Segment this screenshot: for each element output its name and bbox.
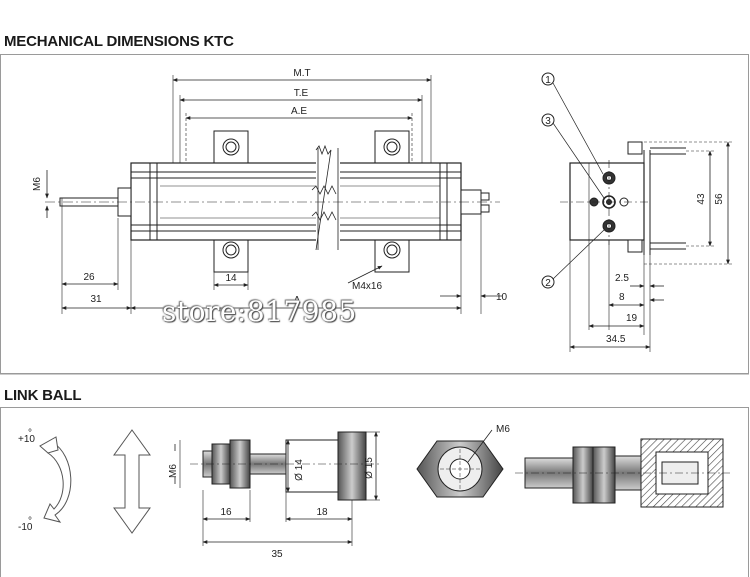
label-plus10: +10 — [18, 434, 35, 445]
label-dia14: Ø 14 — [294, 459, 305, 481]
label-56: 56 — [714, 193, 725, 205]
callout-1: 1 — [545, 75, 551, 86]
link-ball-angle-labels: +10 ° -10 ° — [18, 428, 35, 533]
watermark: store:817985 — [162, 295, 357, 328]
label-26: 26 — [83, 272, 95, 283]
label-ae: A.E — [291, 106, 307, 117]
rotation-arrow-icon — [39, 436, 72, 523]
label-2-5: 2.5 — [615, 273, 629, 284]
label-19: 19 — [626, 313, 638, 324]
vertical-double-arrow-icon — [113, 429, 151, 534]
label-te: T.E — [294, 88, 309, 99]
label-dia15: Ø 15 — [364, 457, 375, 479]
svg-text:°: ° — [28, 428, 32, 439]
label-mt: M.T — [293, 68, 310, 79]
label-14: 14 — [225, 273, 237, 284]
svg-text:°: ° — [28, 516, 32, 527]
label-link-16: 16 — [220, 507, 232, 518]
label-8: 8 — [619, 292, 625, 303]
label-10: 10 — [496, 292, 508, 303]
label-31: 31 — [90, 294, 102, 305]
callout-3: 3 — [545, 116, 551, 127]
ktc-side-view — [541, 72, 734, 352]
link-ball-end-view — [416, 429, 504, 498]
label-m4x16: M4x16 — [352, 281, 382, 292]
label-link-35: 35 — [271, 549, 283, 560]
link-ball-side-labels: M6 Ø 14 Ø 15 16 18 35 — [168, 457, 375, 560]
label-34-5: 34.5 — [606, 334, 626, 345]
label-link-m6: M6 — [168, 464, 179, 478]
label-link-18: 18 — [316, 507, 328, 518]
label-m6: M6 — [32, 177, 43, 191]
label-a: A — [294, 295, 301, 306]
link-ball-section-view — [515, 438, 730, 508]
label-end-m6: M6 — [496, 424, 510, 435]
ktc-front-labels: M.T T.E A.E M6 26 31 14 M4x16 A 10 — [32, 68, 508, 306]
callout-2: 2 — [545, 278, 551, 289]
label-minus10: -10 — [18, 522, 33, 533]
heading-link-ball: LINK BALL — [4, 387, 82, 404]
label-43: 43 — [696, 193, 707, 205]
ktc-front-view — [45, 75, 502, 314]
link-ball-side-view — [174, 431, 380, 546]
heading-mechanical-dimensions: MECHANICAL DIMENSIONS KTC — [4, 33, 234, 50]
ktc-side-labels: 1 3 2 43 56 2.5 8 19 34.5 — [545, 75, 725, 345]
